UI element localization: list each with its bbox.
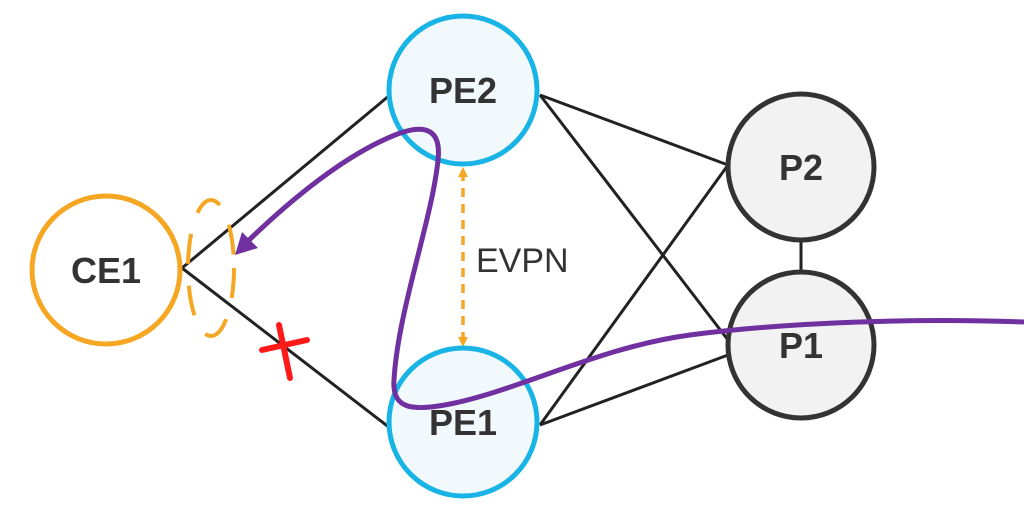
link-pe1-p1 xyxy=(539,353,729,427)
node-ce1-label: CE1 xyxy=(71,250,141,291)
link-pe1-p2 xyxy=(538,164,730,426)
link-pe2-p1 xyxy=(538,94,730,341)
node-pe1-label: PE1 xyxy=(429,402,497,443)
node-p2: P2 xyxy=(725,91,877,243)
ethernet-segment-marker xyxy=(186,198,236,338)
node-ce1: CE1 xyxy=(29,193,183,347)
node-p1: P1 xyxy=(725,269,877,421)
node-p2-label: P2 xyxy=(779,147,823,188)
link-pe2-p2 xyxy=(539,93,729,167)
link-ce1-pe2 xyxy=(181,93,391,270)
evpn-label: EVPN xyxy=(476,242,569,280)
links xyxy=(181,93,803,430)
node-pe1: PE1 xyxy=(386,345,540,499)
link-failure-x-icon xyxy=(259,322,310,381)
node-p1-label: P1 xyxy=(779,325,823,366)
traffic-arrowhead-icon xyxy=(235,232,258,255)
node-pe2: PE2 xyxy=(386,13,540,167)
traffic-path xyxy=(235,126,1024,411)
node-pe2-label: PE2 xyxy=(429,70,497,111)
